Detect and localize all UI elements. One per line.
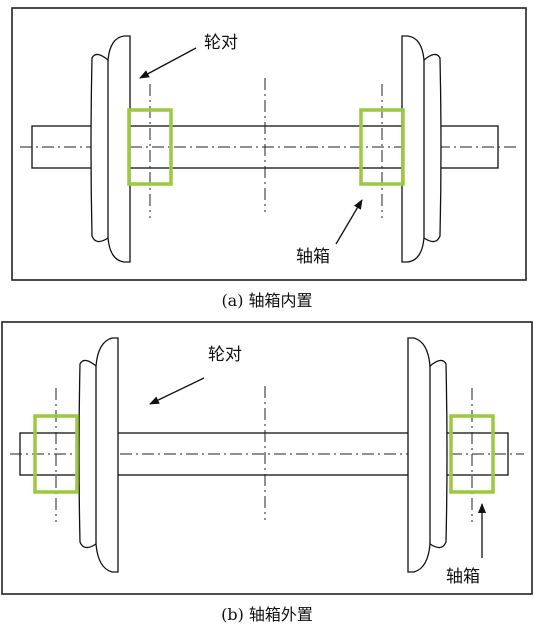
diagram-b-right-axlebox	[449, 414, 495, 494]
diagram-a-axlebox-label: 轴箱	[296, 247, 330, 267]
diagram-b-left-axlebox	[33, 414, 79, 494]
diagram-a-frame	[11, 7, 527, 281]
diagram-a: 轮对 轴箱	[11, 7, 527, 281]
diagram-b-wheelset-label: 轮对	[208, 345, 242, 365]
diagram-b: 轮对 轴箱	[1, 321, 533, 595]
diagram-a-right-axlebox	[359, 108, 405, 186]
diagram-b-left-wheel	[78, 337, 119, 573]
diagram-a-left-wheel	[90, 35, 131, 263]
diagram-b-axlebox-label: 轴箱	[446, 567, 480, 587]
diagram-a-wheelset-leader	[139, 47, 197, 79]
diagram-a-right-wheel	[401, 35, 442, 263]
diagram-a-caption: (a) 轴箱内置	[221, 291, 312, 310]
diagram-b-wheelset-leader	[149, 377, 205, 405]
diagram-b-frame	[1, 321, 533, 595]
diagram-b-right-wheel	[407, 337, 448, 573]
diagram-a-left-axlebox	[127, 108, 173, 186]
diagram-a-wheelset-label: 轮对	[204, 33, 238, 53]
diagram-b-caption: (b) 轴箱外置	[221, 605, 313, 624]
diagram-a-axlebox-leader	[335, 199, 363, 245]
